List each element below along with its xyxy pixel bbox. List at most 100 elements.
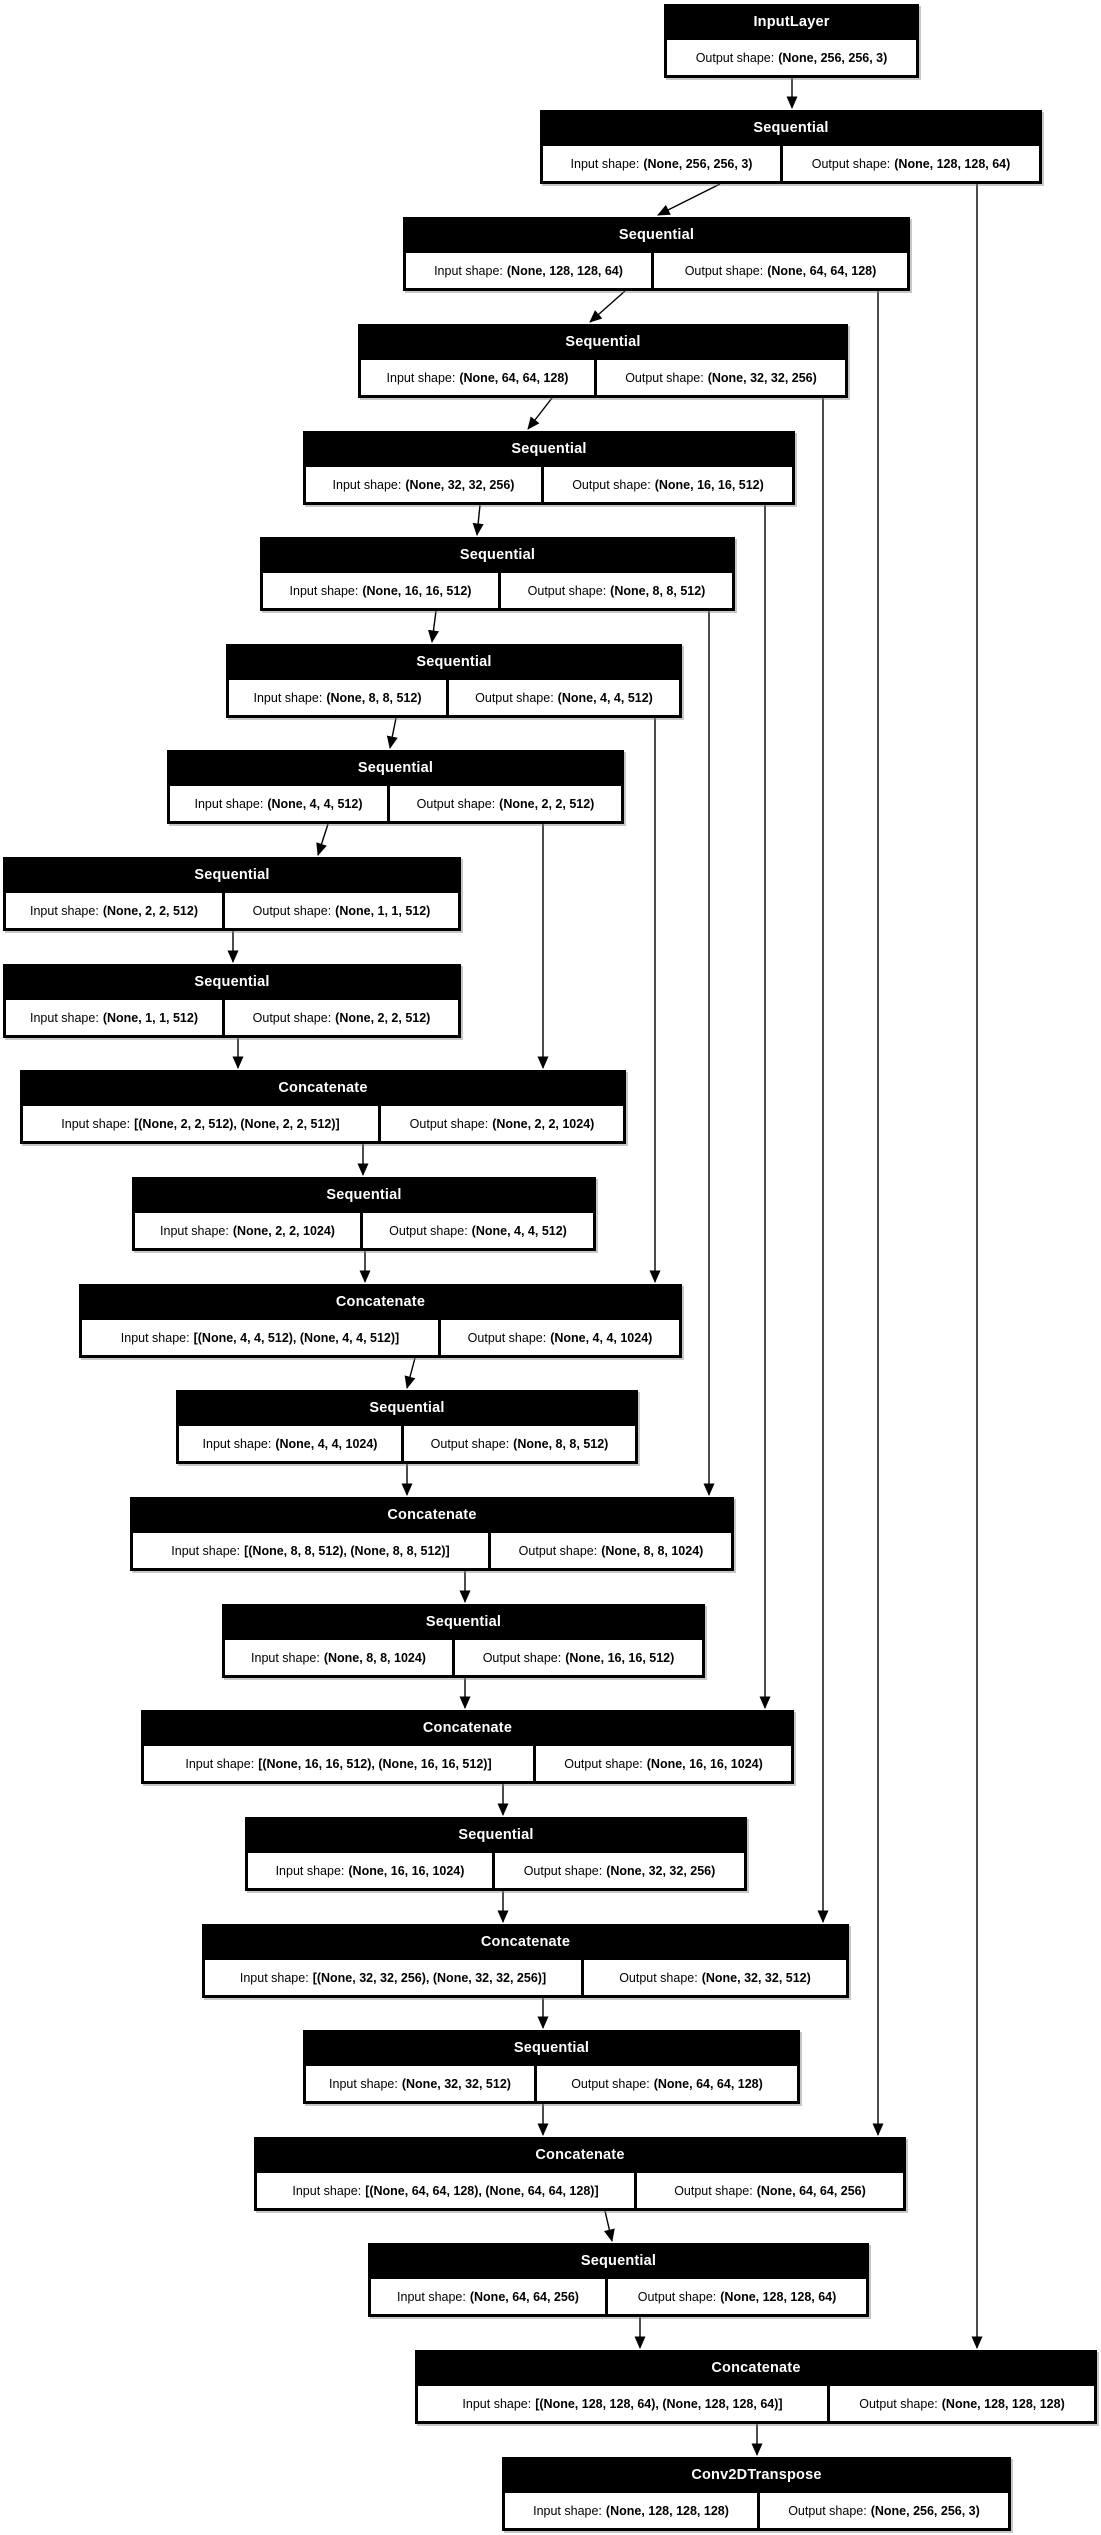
shape-prefix-label: Input shape: (30, 903, 99, 918)
flow-edge (472, 504, 484, 537)
shape-prefix-label: Output shape: (252, 903, 332, 918)
shape-prefix-label: Input shape: (570, 156, 640, 171)
output-shape-cell: Output shape:(None, 32, 32, 256) (495, 1853, 744, 1888)
shape-value: (None, 128, 128, 128) (941, 2396, 1065, 2411)
shape-prefix-label: Output shape: (811, 156, 891, 171)
shape-prefix-label: Input shape: (332, 477, 402, 492)
layer-type-label: Sequential (194, 974, 270, 990)
shape-prefix-label: Output shape: (409, 1116, 489, 1131)
layer-shapes-row: Input shape:[(None, 8, 8, 512), (None, 8… (130, 1533, 734, 1571)
flow-edge (603, 2210, 615, 2242)
shape-prefix-label: Input shape: (462, 2396, 532, 2411)
shape-prefix-label: Input shape: (397, 2289, 466, 2304)
output-shape-cell: Output shape:(None, 8, 8, 512) (404, 1426, 635, 1461)
output-shape-cell: Output shape:(None, 4, 4, 512) (363, 1213, 593, 1248)
shape-prefix-label: Output shape: (482, 1650, 562, 1665)
shape-value: (None, 8, 8, 512) (513, 1436, 609, 1451)
shape-value: (None, 128, 128, 128) (605, 2503, 729, 2518)
layer-type-label: Sequential (357, 760, 434, 776)
input-shape-cell: Input shape:(None, 64, 64, 256) (371, 2279, 605, 2314)
layer-type-label: Sequential (416, 654, 492, 670)
layer-type-label: Sequential (618, 227, 695, 243)
shape-prefix-label: Input shape: (329, 2076, 398, 2091)
shape-value: (None, 4, 4, 512) (557, 690, 653, 705)
layer-shapes-row: Input shape:[(None, 32, 32, 256), (None,… (202, 1960, 849, 1998)
layer-type-label: Sequential (513, 2040, 590, 2056)
shape-value: (None, 32, 32, 256) (707, 370, 817, 385)
shape-prefix-label: Input shape: (202, 1436, 272, 1451)
output-shape-cell: Output shape:(None, 64, 64, 256) (637, 2173, 903, 2208)
shape-prefix-label: Input shape: (289, 583, 359, 598)
output-shape-cell: Output shape:(None, 128, 128, 64) (783, 146, 1039, 181)
layer-shapes-row: Input shape:(None, 1, 1, 512)Output shap… (3, 1000, 461, 1038)
layer-type-label: Conv2DTranspose (691, 2467, 822, 2483)
shape-prefix-label: Output shape: (523, 1863, 603, 1878)
shape-prefix-label: Output shape: (625, 370, 704, 385)
shape-value: (None, 256, 256, 3) (778, 50, 888, 65)
layer-shapes-row: Input shape:[(None, 16, 16, 512), (None,… (141, 1746, 794, 1784)
shape-value: (None, 4, 4, 1024) (275, 1436, 378, 1451)
input-shape-cell: Input shape:(None, 4, 4, 1024) (179, 1426, 401, 1461)
layer-type-label: Sequential (580, 2253, 657, 2269)
shape-value: (None, 64, 64, 256) (469, 2289, 579, 2304)
input-shape-cell: Input shape:(None, 16, 16, 1024) (248, 1853, 492, 1888)
output-shape-cell: Output shape:(None, 64, 64, 128) (654, 253, 907, 288)
shape-prefix-label: Input shape: (386, 370, 456, 385)
output-shape-cell: Output shape:(None, 256, 256, 3) (667, 40, 916, 75)
input-shape-cell: Input shape:(None, 32, 32, 256) (306, 467, 541, 502)
input-shape-cell: Input shape:[(None, 128, 128, 64), (None… (418, 2386, 827, 2421)
shape-prefix-label: Input shape: (292, 2183, 362, 2198)
layer-shapes-row: Input shape:(None, 4, 4, 512)Output shap… (167, 786, 624, 824)
layer-type-label: Sequential (753, 120, 829, 136)
shape-value: (None, 16, 16, 1024) (646, 1756, 763, 1771)
shape-prefix-label: Input shape: (533, 2503, 602, 2518)
layer-type-label: Sequential (511, 441, 587, 457)
output-shape-cell: Output shape:(None, 8, 8, 1024) (491, 1533, 731, 1568)
input-shape-cell: Input shape:(None, 128, 128, 64) (406, 253, 651, 288)
shape-value: [(None, 2, 2, 512), (None, 2, 2, 512)] (134, 1116, 340, 1131)
layer-shapes-row: Input shape:(None, 128, 128, 128) Output … (502, 2493, 1011, 2531)
layer-shapes-row: Input shape:(None, 64, 64, 128) Output sh… (358, 360, 848, 398)
layer-shapes-row: Input shape:(None, 32, 32, 256)Output sh… (303, 467, 795, 505)
shape-prefix-label: Output shape: (619, 1970, 698, 1985)
output-shape-cell: Output shape:(None, 256, 256, 3) (760, 2493, 1008, 2528)
shape-prefix-label: Output shape: (695, 50, 775, 65)
input-shape-cell: Input shape:[(None, 16, 16, 512), (None,… (144, 1746, 533, 1781)
input-shape-cell: Input shape:(None, 32, 32, 512) (306, 2066, 534, 2101)
shape-value: (None, 8, 8, 1024) (323, 1650, 426, 1665)
shape-value: (None, 16, 16, 1024) (348, 1863, 465, 1878)
layer-shapes-row: Input shape:(None, 64, 64, 256)Output sh… (368, 2279, 869, 2317)
shape-prefix-label: Output shape: (467, 1330, 547, 1345)
input-shape-cell: Input shape:(None, 64, 64, 128) (361, 360, 594, 395)
shape-value: (None, 128, 128, 64) (894, 156, 1011, 171)
layer-shapes-row: Input shape:[(None, 64, 64, 128), (None,… (254, 2173, 906, 2211)
output-shape-cell: Output shape:(None, 4, 4, 512) (449, 680, 679, 715)
shape-value: (None, 32, 32, 256) (606, 1863, 716, 1878)
layer-shapes-row: Input shape:(None, 8, 8, 512)Output shap… (226, 680, 682, 718)
shape-value: (None, 16, 16, 512) (362, 583, 472, 598)
shape-prefix-label: Output shape: (684, 263, 764, 278)
flow-edge (427, 610, 439, 643)
shape-prefix-label: Output shape: (252, 1010, 332, 1025)
layer-shapes-row: Input shape:(None, 4, 4, 1024)Output sha… (176, 1426, 638, 1464)
layer-type-label: InputLayer (753, 14, 830, 30)
output-shape-cell: Output shape:(None, 8, 8, 512) (501, 573, 732, 608)
shape-prefix-label: Input shape: (120, 1330, 190, 1345)
shape-value: (None, 2, 2, 512) (499, 796, 595, 811)
shape-prefix-label: Input shape: (253, 690, 323, 705)
shape-value: [(None, 64, 64, 128), (None, 64, 64, 128… (365, 2183, 599, 2198)
shape-value: [(None, 128, 128, 64), (None, 128, 128, … (535, 2396, 783, 2411)
shape-prefix-label: Output shape: (859, 2396, 938, 2411)
layer-type-label: Sequential (459, 547, 536, 563)
layer-type-label: Sequential (425, 1614, 502, 1630)
layer-shapes-row: Input shape:(None, 16, 16, 512) Output sh… (260, 573, 735, 611)
shape-prefix-label: Input shape: (434, 263, 503, 278)
shape-prefix-label: Input shape: (171, 1543, 241, 1558)
